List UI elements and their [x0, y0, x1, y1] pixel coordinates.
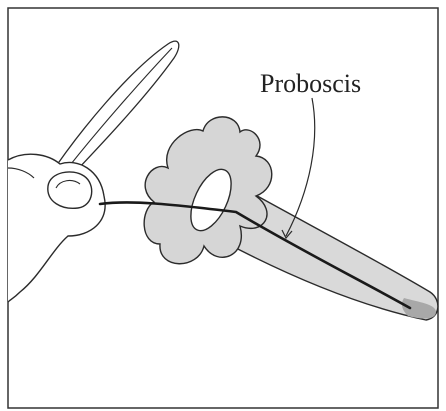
insect-eye [48, 172, 92, 208]
proboscis-label: Proboscis [260, 69, 361, 98]
